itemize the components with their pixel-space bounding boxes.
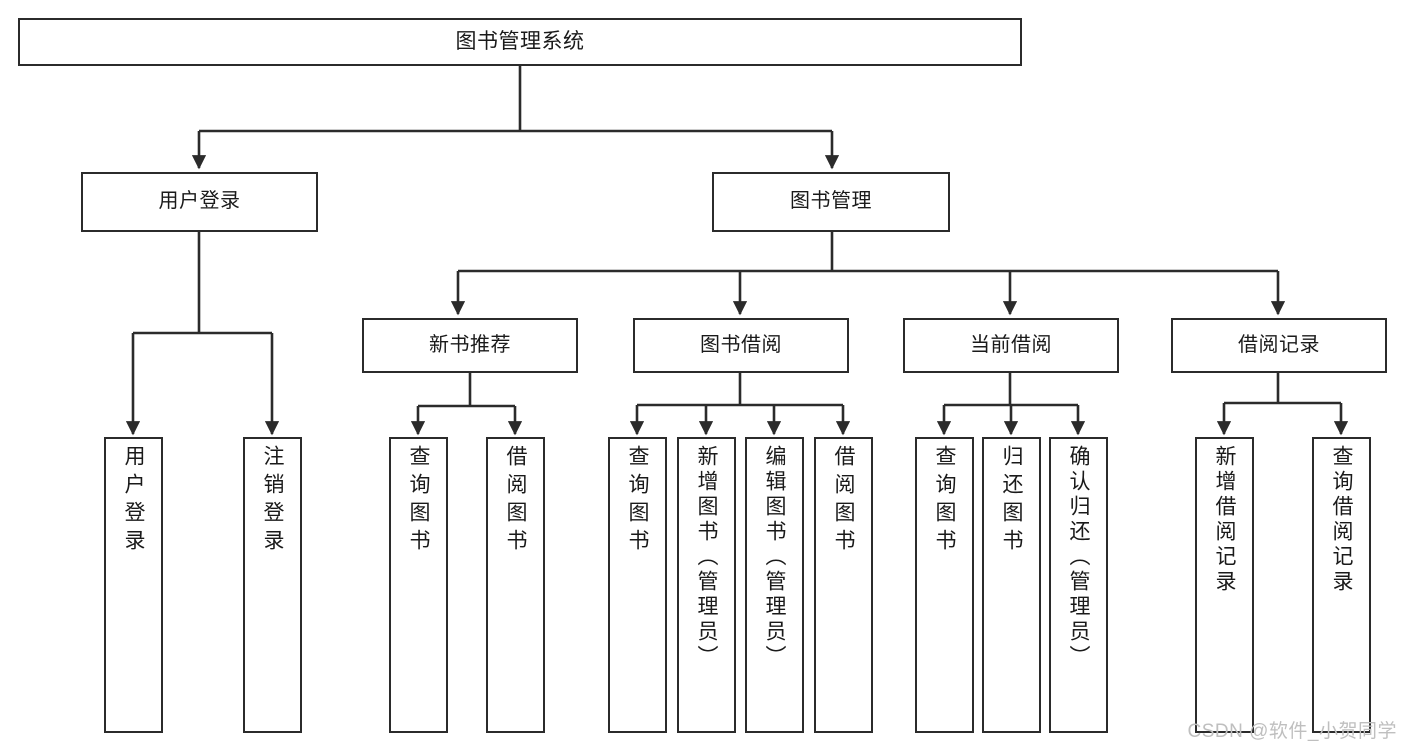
leaf-current-borrow-confirm-return-label: 确认归还（管理员） — [1067, 445, 1090, 670]
leaf-borrow-record-add[interactable]: 新增借阅记录 — [1195, 437, 1254, 733]
leaf-new-book-query-label: 查询图书 — [407, 445, 430, 557]
leaf-book-borrow-edit-label: 编辑图书（管理员） — [763, 445, 786, 670]
leaf-current-borrow-confirm-return[interactable]: 确认归还（管理员） — [1049, 437, 1108, 733]
node-book-borrow[interactable]: 图书借阅 — [633, 318, 849, 373]
leaf-book-borrow-add[interactable]: 新增图书（管理员） — [677, 437, 736, 733]
leaf-user-login-logout[interactable]: 注销登录 — [243, 437, 302, 733]
node-root-label: 图书管理系统 — [455, 29, 585, 53]
node-book-management[interactable]: 图书管理 — [712, 172, 950, 232]
leaf-user-login-login[interactable]: 用户登录 — [104, 437, 163, 733]
watermark-text: CSDN @软件_小贺同学 — [1187, 721, 1397, 742]
node-book-borrow-label: 图书借阅 — [700, 333, 782, 356]
leaf-current-borrow-query[interactable]: 查询图书 — [915, 437, 974, 733]
leaf-new-book-query[interactable]: 查询图书 — [389, 437, 448, 733]
leaf-user-login-logout-label: 注销登录 — [261, 445, 284, 557]
node-user-login[interactable]: 用户登录 — [81, 172, 318, 232]
leaf-book-borrow-add-label: 新增图书（管理员） — [695, 445, 718, 670]
leaf-borrow-record-add-label: 新增借阅记录 — [1213, 445, 1236, 595]
node-borrow-record-label: 借阅记录 — [1238, 333, 1320, 356]
node-current-borrow-label: 当前借阅 — [970, 333, 1052, 356]
leaf-new-book-borrow[interactable]: 借阅图书 — [486, 437, 545, 733]
node-root[interactable]: 图书管理系统 — [18, 18, 1022, 66]
node-new-book-recommend-label: 新书推荐 — [429, 333, 511, 356]
leaf-book-borrow-query-label: 查询图书 — [626, 445, 649, 557]
leaf-book-borrow-borrow-label: 借阅图书 — [832, 445, 855, 557]
leaf-current-borrow-return-label: 归还图书 — [1000, 445, 1023, 557]
node-borrow-record[interactable]: 借阅记录 — [1171, 318, 1387, 373]
leaf-new-book-borrow-label: 借阅图书 — [504, 445, 527, 557]
node-user-login-label: 用户登录 — [158, 190, 241, 213]
leaf-user-login-login-label: 用户登录 — [122, 445, 145, 557]
node-current-borrow[interactable]: 当前借阅 — [903, 318, 1119, 373]
leaf-borrow-record-query[interactable]: 查询借阅记录 — [1312, 437, 1371, 733]
leaf-borrow-record-query-label: 查询借阅记录 — [1330, 445, 1353, 595]
leaf-current-borrow-query-label: 查询图书 — [933, 445, 956, 557]
node-new-book-recommend[interactable]: 新书推荐 — [362, 318, 578, 373]
leaf-book-borrow-query[interactable]: 查询图书 — [608, 437, 667, 733]
leaf-book-borrow-borrow[interactable]: 借阅图书 — [814, 437, 873, 733]
leaf-current-borrow-return[interactable]: 归还图书 — [982, 437, 1041, 733]
leaf-book-borrow-edit[interactable]: 编辑图书（管理员） — [745, 437, 804, 733]
node-book-management-label: 图书管理 — [790, 190, 872, 213]
